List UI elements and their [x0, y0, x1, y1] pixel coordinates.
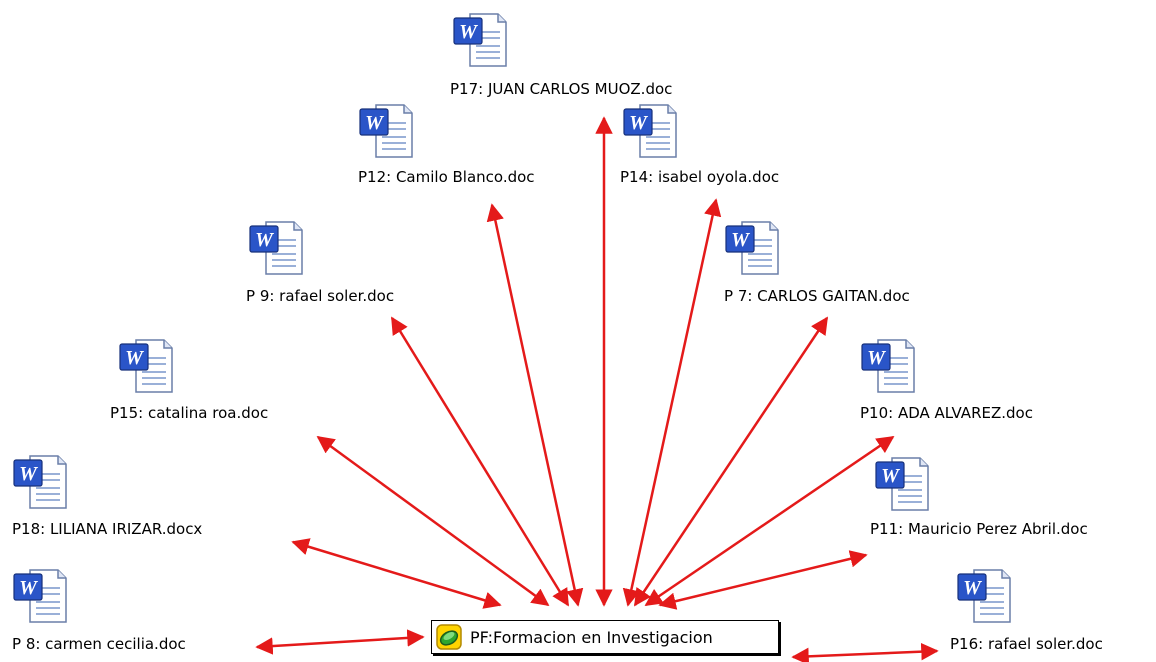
edge-p18-to-hub [291, 538, 502, 609]
document-label[interactable]: P11: Mauricio Perez Abril.doc [870, 520, 1088, 538]
hub-node-family[interactable]: PF:Formacion en Investigacion [431, 620, 779, 654]
document-label[interactable]: P 7: CARLOS GAITAN.doc [724, 287, 910, 305]
edge-p12-to-hub [486, 203, 584, 607]
family-icon [436, 624, 462, 650]
svg-text:W: W [881, 465, 900, 487]
document-label[interactable]: P12: Camilo Blanco.doc [358, 168, 535, 186]
edge-p8-to-hub [255, 629, 425, 655]
edge-p11-to-hub [658, 550, 868, 610]
svg-text:W: W [19, 577, 38, 599]
word-document-icon[interactable]: W [12, 452, 70, 512]
document-label[interactable]: P10: ADA ALVAREZ.doc [860, 404, 1033, 422]
edge-p16-to-hub [791, 642, 939, 662]
svg-text:W: W [731, 229, 750, 251]
word-document-icon[interactable]: W [452, 10, 510, 70]
hub-label: PF:Formacion en Investigacion [470, 627, 713, 647]
word-document-icon[interactable]: W [956, 566, 1014, 626]
document-label[interactable]: P 9: rafael soler.doc [246, 287, 395, 305]
svg-text:W: W [963, 577, 982, 599]
document-label[interactable]: P14: isabel oyola.doc [620, 168, 780, 186]
svg-text:W: W [365, 112, 384, 134]
svg-text:W: W [459, 21, 478, 43]
document-label[interactable]: P 8: carmen cecilia.doc [12, 635, 186, 653]
svg-text:W: W [19, 463, 38, 485]
word-document-icon[interactable]: W [12, 566, 70, 626]
word-document-icon[interactable]: W [118, 336, 176, 396]
document-label[interactable]: P15: catalina roa.doc [110, 404, 269, 422]
svg-text:W: W [629, 112, 648, 134]
word-document-icon[interactable]: W [622, 101, 680, 161]
word-document-icon[interactable]: W [358, 101, 416, 161]
word-document-icon[interactable]: W [860, 336, 918, 396]
edge-p10-to-hub [644, 435, 895, 607]
edge-p9-to-hub [390, 316, 570, 607]
edge-p14-to-hub [622, 198, 722, 607]
word-document-icon[interactable]: W [724, 218, 782, 278]
svg-text:W: W [125, 347, 144, 369]
edge-p7-to-hub [633, 316, 829, 607]
word-document-icon[interactable]: W [874, 454, 932, 514]
document-label[interactable]: P18: LILIANA IRIZAR.docx [12, 520, 203, 538]
svg-text:W: W [255, 229, 274, 251]
word-document-icon[interactable]: W [248, 218, 306, 278]
document-label[interactable]: P16: rafael soler.doc [950, 635, 1103, 653]
edge-p15-to-hub [316, 435, 550, 607]
svg-text:W: W [867, 347, 886, 369]
document-label[interactable]: P17: JUAN CARLOS MUOZ.doc [450, 80, 673, 98]
